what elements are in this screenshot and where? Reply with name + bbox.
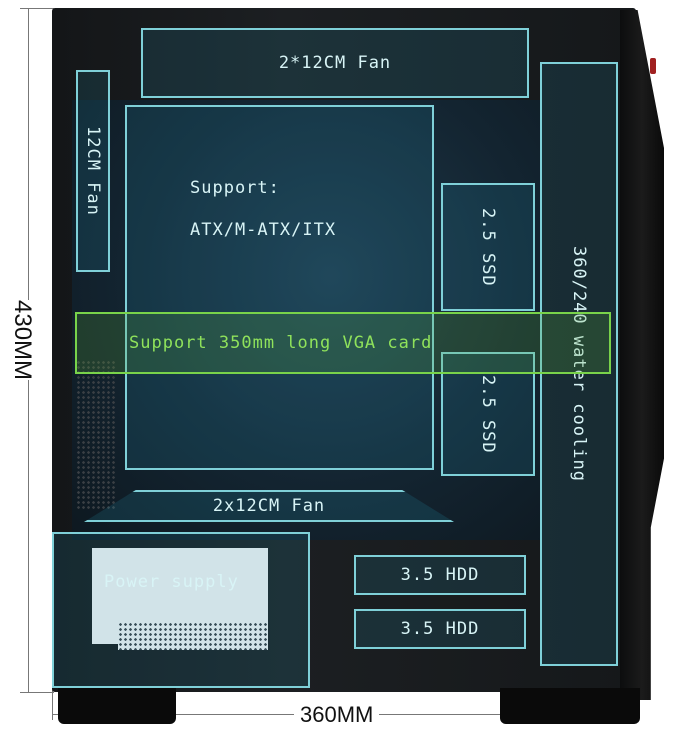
vga-label: Support 350mm long VGA card [129, 333, 433, 353]
case-foot-left [58, 688, 176, 724]
rear-fan-label: 12CM Fan [83, 126, 103, 216]
case-foot-right [500, 688, 640, 724]
psu-label: Power supply [104, 572, 239, 592]
mb-formats-label: ATX/M-ATX/ITX [190, 220, 337, 240]
hdd-upper-box: 3.5 HDD [354, 555, 526, 595]
power-led-icon [650, 58, 656, 74]
hdd-upper-label: 3.5 HDD [400, 565, 480, 585]
vga-box: Support 350mm long VGA card [75, 312, 611, 374]
psu-box: Power supply [52, 532, 310, 688]
front-panel [620, 10, 664, 700]
ssd-upper-box: 2.5 SSD [441, 183, 535, 311]
psu-vent [118, 622, 268, 650]
hdd-lower-label: 3.5 HDD [400, 619, 480, 639]
width-dimension-tick-left [52, 690, 53, 720]
ssd-lower-label: 2.5 SSD [478, 374, 498, 454]
height-dimension-tick-bottom [20, 692, 54, 693]
glass-side-panel [72, 100, 542, 540]
width-dimension-label: 360MM [294, 702, 380, 728]
ssd-upper-label: 2.5 SSD [478, 207, 498, 287]
rear-vent [76, 360, 116, 510]
height-dimension-tick-top [20, 8, 54, 9]
bottom-fan-text-wrap: 2x12CM Fan [84, 490, 454, 522]
top-fan-label: 2*12CM Fan [278, 53, 392, 73]
motherboard-box [125, 105, 434, 470]
bottom-fan-box [84, 490, 454, 522]
mb-support-label: Support: [190, 178, 280, 198]
water-cooling-label: 360/240 water cooling [569, 246, 589, 482]
bottom-fan-label: 2x12CM Fan [212, 496, 326, 516]
height-dimension-label: 430MM [8, 300, 36, 381]
hdd-lower-box: 3.5 HDD [354, 609, 526, 649]
rear-fan-box: 12CM Fan [76, 70, 110, 272]
top-fan-box: 2*12CM Fan [141, 28, 529, 98]
water-cooling-box: 360/240 water cooling [540, 62, 618, 666]
